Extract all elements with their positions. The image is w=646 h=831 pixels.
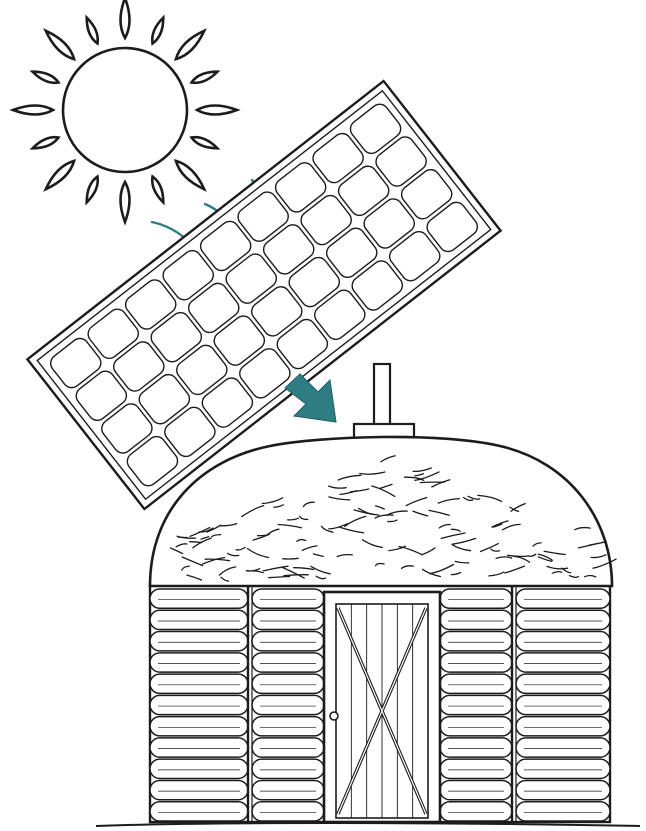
log bbox=[516, 802, 610, 821]
sun-ray bbox=[192, 137, 218, 148]
sun-ray bbox=[176, 31, 204, 59]
log bbox=[440, 653, 512, 672]
log bbox=[150, 674, 248, 693]
log bbox=[150, 780, 248, 799]
log bbox=[440, 759, 512, 778]
thatch-stroke bbox=[283, 558, 298, 559]
log bbox=[150, 695, 248, 714]
log bbox=[252, 738, 324, 757]
log bbox=[440, 780, 512, 799]
sun-ray bbox=[13, 106, 53, 115]
log bbox=[440, 802, 512, 821]
sun-ray bbox=[87, 177, 98, 203]
log bbox=[150, 738, 248, 757]
sun-ray bbox=[192, 72, 218, 83]
log bbox=[150, 589, 248, 608]
sun-ray bbox=[46, 31, 74, 59]
sun-ray bbox=[33, 137, 59, 148]
log bbox=[252, 610, 324, 629]
door-handle bbox=[330, 712, 338, 720]
log bbox=[516, 759, 610, 778]
sun-icon bbox=[13, 0, 237, 222]
chimney bbox=[374, 364, 390, 426]
log bbox=[440, 589, 512, 608]
sun-ray bbox=[152, 177, 163, 203]
log bbox=[150, 802, 248, 821]
log bbox=[150, 717, 248, 736]
log bbox=[516, 695, 610, 714]
log bbox=[252, 632, 324, 651]
log bbox=[440, 674, 512, 693]
log bbox=[252, 759, 324, 778]
log bbox=[440, 695, 512, 714]
log bbox=[516, 738, 610, 757]
log bbox=[440, 632, 512, 651]
log bbox=[516, 717, 610, 736]
log bbox=[440, 610, 512, 629]
sun-ray bbox=[46, 161, 74, 189]
sun-ray bbox=[87, 18, 98, 44]
log bbox=[252, 780, 324, 799]
log bbox=[440, 738, 512, 757]
log bbox=[252, 653, 324, 672]
sun-ray bbox=[121, 182, 130, 222]
log bbox=[440, 717, 512, 736]
sun-ray bbox=[33, 72, 59, 83]
log bbox=[516, 589, 610, 608]
cabin-door bbox=[324, 592, 440, 822]
log bbox=[516, 610, 610, 629]
log bbox=[516, 674, 610, 693]
log bbox=[516, 653, 610, 672]
log bbox=[252, 589, 324, 608]
sun-ray bbox=[152, 18, 163, 44]
log bbox=[252, 674, 324, 693]
log bbox=[252, 802, 324, 821]
log bbox=[150, 610, 248, 629]
sun-ray bbox=[176, 161, 204, 189]
log bbox=[516, 780, 610, 799]
log bbox=[150, 759, 248, 778]
log bbox=[150, 653, 248, 672]
log bbox=[516, 632, 610, 651]
energy-transfer-arrow-icon bbox=[285, 374, 336, 422]
sun-ray bbox=[121, 0, 130, 38]
log bbox=[252, 695, 324, 714]
ground-line bbox=[96, 823, 640, 826]
sun-ray bbox=[197, 106, 237, 115]
log bbox=[150, 632, 248, 651]
log bbox=[252, 717, 324, 736]
